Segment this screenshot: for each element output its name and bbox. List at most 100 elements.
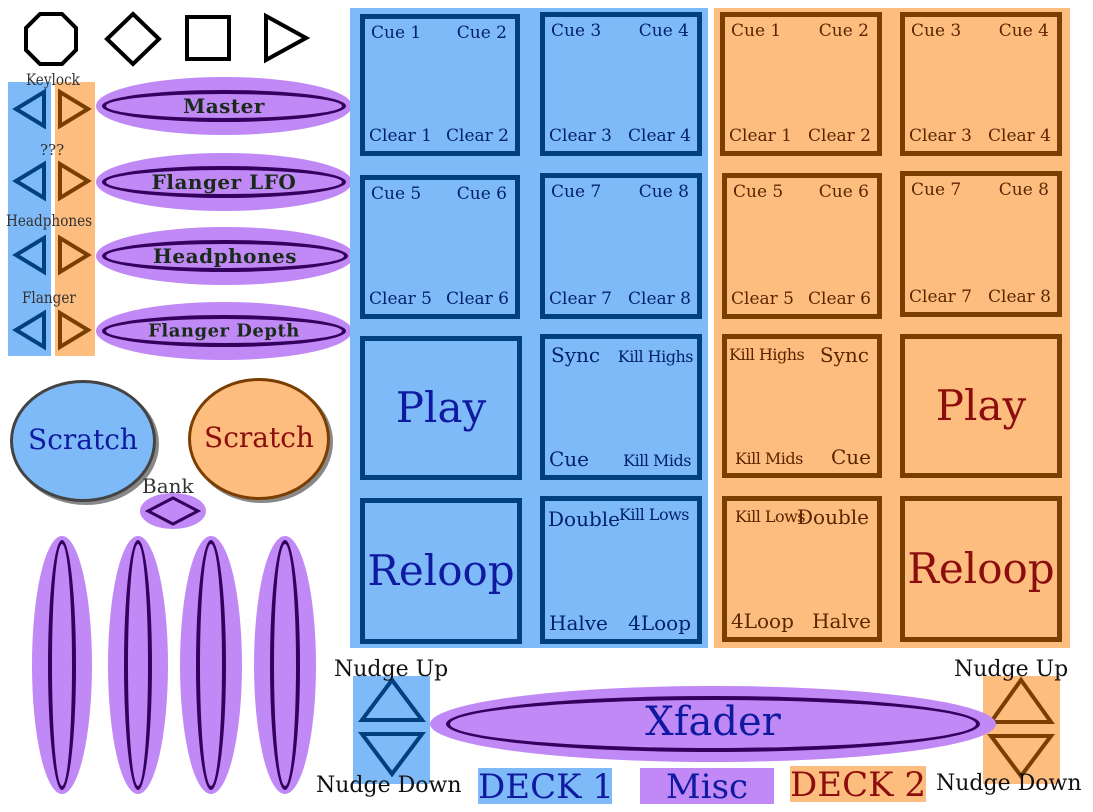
right-arrow-icon[interactable] — [56, 160, 94, 202]
legend-misc-label: Misc — [665, 767, 749, 807]
deck2-cue-pad-1-2[interactable]: Cue 1 Cue 2 Clear 1 Clear 2 — [720, 12, 882, 156]
deck2-reloop-button[interactable]: Reloop — [900, 496, 1062, 642]
nudge-up-icon[interactable] — [985, 676, 1057, 726]
vertical-fader-4[interactable] — [254, 536, 316, 794]
nudge-down-icon[interactable] — [985, 732, 1057, 780]
left-arrow-icon[interactable] — [10, 88, 48, 130]
pad-label: Clear 2 — [446, 126, 509, 146]
pad-label: Clear 4 — [628, 126, 691, 146]
xfader-label: Xfader — [645, 699, 781, 745]
left-arrow-icon[interactable] — [10, 234, 48, 276]
right-arrow-icon[interactable] — [56, 88, 94, 130]
pad-label: Cue 5 — [733, 182, 784, 202]
pad-label: Sync — [551, 343, 601, 367]
pad-label: Cue 4 — [998, 21, 1049, 41]
left-arrow-icon[interactable] — [10, 309, 48, 351]
vertical-fader-1[interactable] — [32, 536, 92, 794]
deck1-reloop-button[interactable]: Reloop — [360, 498, 522, 644]
pad-label: Clear 3 — [549, 126, 612, 146]
nudge-up-icon[interactable] — [356, 676, 428, 724]
vertical-fader-2[interactable] — [108, 536, 168, 794]
flanger-lfo-knob[interactable]: Flanger LFO — [96, 153, 352, 211]
pad-label: Cue 7 — [911, 180, 962, 200]
deck1-nudge-panel — [353, 676, 430, 784]
xfader[interactable]: Xfader — [430, 686, 996, 762]
legend-deck2: DECK 2 — [790, 766, 926, 802]
deck2-double-pad[interactable]: Kill Lows Double 4Loop Halve — [722, 496, 882, 642]
play-triangle-icon[interactable] — [262, 12, 310, 64]
deck1-cue-pad-1-2[interactable]: Cue 1 Cue 2 Clear 1 Clear 2 — [360, 14, 520, 156]
square-icon[interactable] — [184, 14, 232, 62]
headphones-knob-label: Headphones — [153, 244, 297, 268]
flanger-label: Flanger — [22, 288, 76, 307]
diamond-icon — [144, 496, 202, 526]
deck1-play-button[interactable]: Play — [360, 336, 522, 480]
pad-label: Clear 6 — [446, 289, 509, 309]
flanger-depth-knob[interactable]: Flanger Depth — [96, 302, 352, 360]
deck1-cue-pad-3-4[interactable]: Cue 3 Cue 4 Clear 3 Clear 4 — [540, 12, 702, 156]
pad-label: Clear 7 — [549, 289, 612, 309]
pad-label: Cue 2 — [818, 21, 869, 41]
deck2-cue-pad-3-4[interactable]: Cue 3 Cue 4 Clear 3 Clear 4 — [900, 12, 1062, 156]
pad-label: Cue 2 — [456, 23, 507, 43]
bank-button[interactable] — [140, 493, 206, 529]
deck2-scratch-label: Scratch — [204, 421, 314, 454]
flanger-depth-label: Flanger Depth — [148, 320, 300, 342]
pad-label: Sync — [819, 343, 869, 367]
pad-label: Halve — [549, 611, 608, 635]
vertical-fader-3[interactable] — [180, 536, 242, 794]
nudge-up-label-left: Nudge Up — [334, 657, 449, 682]
legend-deck1-label: DECK 1 — [478, 767, 614, 807]
pad-label: Clear 8 — [628, 289, 691, 309]
deck2-play-button[interactable]: Play — [900, 334, 1062, 478]
pad-label: Clear 5 — [369, 289, 432, 309]
bank-label: Bank — [142, 474, 194, 498]
deck1-sync-pad[interactable]: Sync Kill Highs Cue Kill Mids — [540, 334, 702, 480]
pad-label: Cue 6 — [456, 184, 507, 204]
master-knob[interactable]: Master — [96, 77, 352, 135]
deck1-cue-pad-5-6[interactable]: Cue 5 Cue 6 Clear 5 Clear 6 — [360, 175, 520, 319]
pad-label: Cue 8 — [998, 180, 1049, 200]
flanger-lfo-label: Flanger LFO — [151, 170, 297, 194]
pad-label: Clear 6 — [808, 289, 871, 309]
deck1-scratch-wheel[interactable]: Scratch — [10, 380, 156, 502]
unknown-label: ??? — [40, 141, 65, 159]
deck2-cue-pad-7-8[interactable]: Cue 7 Cue 8 Clear 7 Clear 8 — [900, 171, 1062, 317]
pad-label: Kill Lows — [735, 507, 806, 526]
left-arrow-icon[interactable] — [10, 160, 48, 202]
diamond-icon[interactable] — [103, 10, 163, 68]
deck2-sync-pad[interactable]: Kill Highs Sync Kill Mids Cue — [722, 334, 882, 478]
deck1-panel — [350, 8, 708, 648]
deck2-cue-pad-5-6[interactable]: Cue 5 Cue 6 Clear 5 Clear 6 — [722, 173, 882, 319]
nudge-down-icon[interactable] — [356, 730, 428, 778]
pad-label: Cue — [549, 447, 590, 471]
deck2-scratch-wheel[interactable]: Scratch — [188, 378, 330, 500]
right-arrow-icon[interactable] — [56, 309, 94, 351]
right-arrow-icon[interactable] — [56, 234, 94, 276]
pad-label: Cue — [830, 445, 871, 469]
pad-label: Kill Highs — [617, 347, 694, 366]
deck1-cue-pad-7-8[interactable]: Cue 7 Cue 8 Clear 7 Clear 8 — [540, 173, 702, 319]
pad-label: Clear 3 — [909, 126, 972, 146]
pad-label: Clear 5 — [731, 289, 794, 309]
pad-label: Clear 1 — [729, 126, 792, 146]
deck2-nudge-panel — [983, 676, 1060, 784]
pad-label: Clear 7 — [909, 287, 972, 307]
deck1-double-pad[interactable]: Double Kill Lows Halve 4Loop — [540, 496, 702, 644]
pad-label: 4Loop — [731, 609, 794, 633]
legend-misc: Misc — [640, 768, 774, 804]
reloop-label: Reloop — [367, 546, 515, 595]
pad-label: Cue 3 — [551, 21, 602, 41]
pad-label: Clear 4 — [988, 126, 1051, 146]
keylock-label: Keylock — [26, 70, 80, 89]
deck2-left-strip — [55, 82, 95, 356]
master-label: Master — [183, 94, 265, 118]
pad-label: Cue 8 — [638, 182, 689, 202]
deck2-panel — [714, 8, 1070, 648]
pad-label: Double — [548, 507, 620, 531]
circle-icon[interactable] — [22, 10, 80, 68]
headphones-knob[interactable]: Headphones — [96, 227, 354, 285]
pad-label: Clear 2 — [808, 126, 871, 146]
pad-label: Cue 7 — [551, 182, 602, 202]
pad-label: Cue 5 — [371, 184, 422, 204]
